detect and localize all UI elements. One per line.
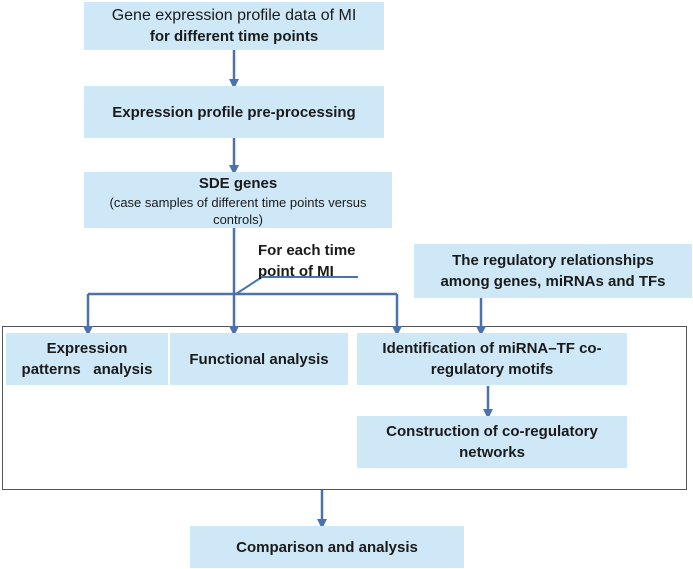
annotation-pointer <box>235 276 358 295</box>
gene-expression-line2: for different time points <box>149 28 319 45</box>
preprocessing-label: Expression profile pre-processing <box>112 103 356 121</box>
time-point-annotation: For each time point of MI <box>258 240 356 282</box>
regulatory-line2: among genes, miRNAs and TFs <box>440 273 666 290</box>
comparison-box: Comparison and analysis <box>190 526 464 568</box>
functional-analysis-label: Functional analysis <box>189 350 329 368</box>
expression-patterns-box: Expression patterns analysis <box>6 333 168 385</box>
annotation-line1: For each time <box>258 242 356 259</box>
regulatory-line1: The regulatory relationships <box>452 252 654 269</box>
expression-patterns-line2: patterns analysis <box>21 361 153 378</box>
analysis-frame <box>2 326 687 490</box>
sde-genes-box: SDE genes (case samples of different tim… <box>84 172 392 228</box>
motifs-line1: Identification of miRNA–TF co- <box>382 340 602 357</box>
comparison-label: Comparison and analysis <box>236 538 418 556</box>
motifs-box: Identification of miRNA–TF co- regulator… <box>357 333 627 385</box>
annotation-line2: point of MI <box>258 263 334 280</box>
gene-expression-box: Gene expression profile data of MI for d… <box>84 2 384 50</box>
regulatory-relationships-box: The regulatory relationships among genes… <box>414 244 692 298</box>
preprocessing-box: Expression profile pre-processing <box>84 86 384 138</box>
sde-genes-subtitle: (case samples of different time points v… <box>109 194 367 227</box>
gene-expression-line1: Gene expression profile data of MI <box>111 7 357 24</box>
sde-genes-title: SDE genes <box>198 174 278 192</box>
networks-line1: Construction of co-regulatory <box>386 423 598 440</box>
motifs-line2: regulatory motifs <box>430 361 554 378</box>
expression-patterns-line1: Expression <box>46 340 128 357</box>
functional-analysis-box: Functional analysis <box>170 333 348 385</box>
networks-box: Construction of co-regulatory networks <box>357 416 627 468</box>
networks-line2: networks <box>459 444 525 461</box>
